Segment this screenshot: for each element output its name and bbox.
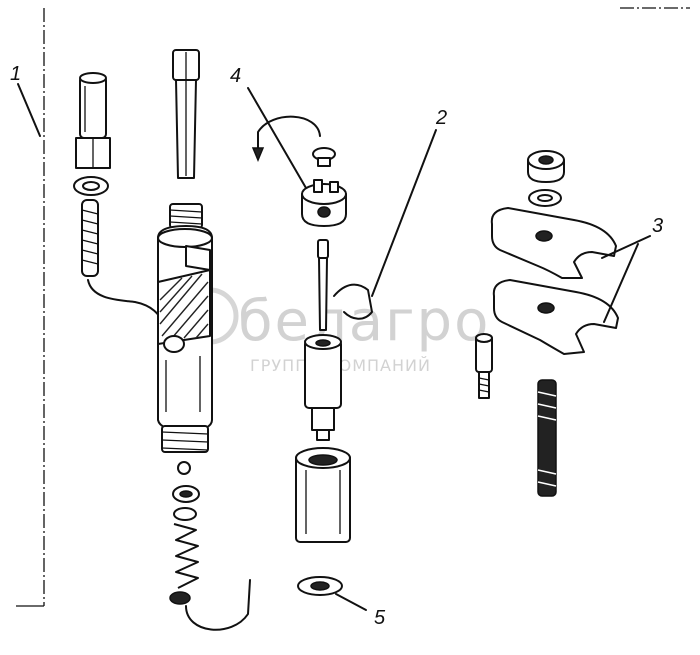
nozzle-assembly — [251, 115, 373, 596]
fitting-assembly — [73, 72, 111, 277]
callout-3: 3 — [652, 215, 663, 237]
watermark: белагро ГРУППА КОМПАНИЙ — [181, 287, 490, 375]
guide-curve-1 — [87, 279, 169, 333]
callout-1: 1 — [10, 63, 21, 85]
watermark-brand: белагро — [238, 289, 490, 354]
clamp-assembly — [475, 150, 619, 497]
frame-border — [16, 7, 690, 607]
injector-body — [157, 49, 213, 475]
guide-curve-2 — [185, 579, 251, 631]
spring-stack — [169, 485, 200, 605]
callout-5: 5 — [374, 607, 386, 629]
callout-4: 4 — [230, 65, 241, 87]
callout-2: 2 — [435, 107, 447, 129]
leader-lines — [17, 83, 651, 611]
